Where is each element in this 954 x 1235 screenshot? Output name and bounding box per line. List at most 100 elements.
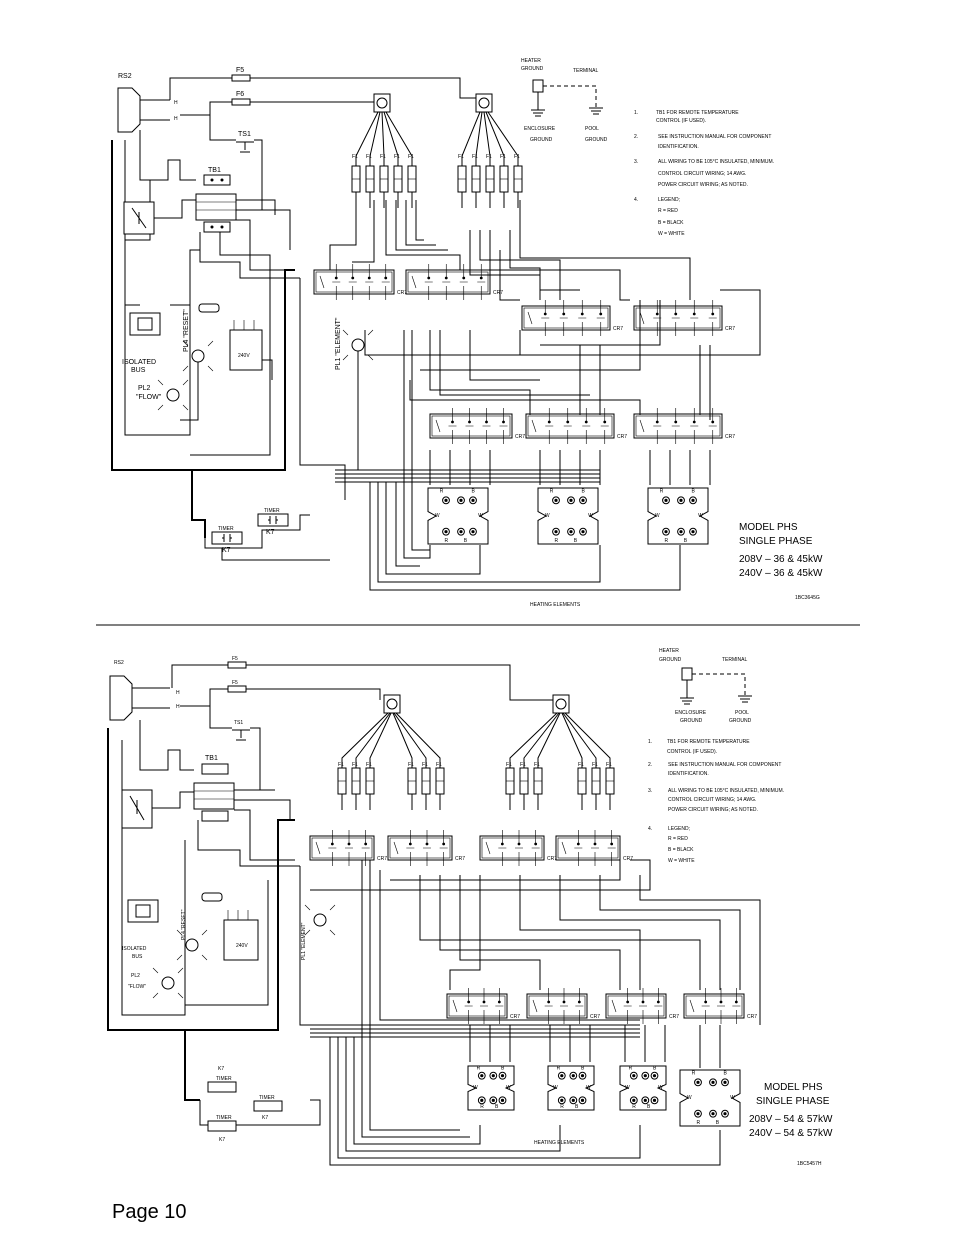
pl2-flow-light: PL2 "FLOW" bbox=[136, 379, 189, 411]
fuse-f1-label: F1 bbox=[472, 154, 478, 160]
model-block: MODEL PHS SINGLE PHASE 208V – 36 & 45kW … bbox=[530, 522, 823, 608]
tb1-terminal-block: TB1 bbox=[195, 167, 237, 233]
cr7-label: CR7 bbox=[397, 290, 407, 296]
terminal-color-letter: W bbox=[478, 513, 483, 519]
transformer-label: 240V bbox=[238, 353, 250, 359]
k7-timer-relay: K7 TIMER TIMER K7 TIMER K7 bbox=[207, 1066, 283, 1143]
ground-terminal: HEATER GROUND TERMINAL ENCLOSURE GROUND … bbox=[521, 58, 608, 143]
cr7-label: CR7 bbox=[725, 326, 735, 332]
terminal-color-letter: W bbox=[435, 513, 440, 519]
isolated-bus: ISOLATED BUS bbox=[122, 899, 159, 960]
heater-ground-label-1: HEATER bbox=[659, 648, 679, 654]
contactor-cr7: CR7 bbox=[525, 408, 627, 444]
model-line-4: 240V – 54 & 57kW bbox=[749, 1128, 833, 1139]
contactor-cr7: CR7 bbox=[446, 988, 520, 1024]
wiring-diagram-54-57kw: RS2 H H F5 F5 TS1 TB1 bbox=[107, 648, 833, 1167]
model-line-2: SINGLE PHASE bbox=[756, 1096, 830, 1107]
terminal-color-letter: B bbox=[495, 1104, 499, 1110]
k7-timer-relay: TIMER K7 TIMER K7 bbox=[211, 508, 289, 554]
terminal-color-letter: W bbox=[473, 1085, 478, 1091]
fuse-f5 bbox=[231, 74, 251, 82]
terminal-label: TERMINAL bbox=[573, 68, 599, 74]
timer-label-1: TIMER bbox=[216, 1076, 232, 1082]
terminal-color-letter: W bbox=[658, 1085, 663, 1091]
contactor-cr7: CR7 bbox=[429, 408, 525, 444]
terminal-color-letter: B bbox=[647, 1104, 651, 1110]
fuse-f6-label: F6 bbox=[236, 91, 244, 98]
terminal-color-letter: B bbox=[724, 1070, 728, 1076]
cr7-label: CR7 bbox=[623, 856, 633, 862]
k7-label-mid: K7 bbox=[262, 1115, 268, 1121]
fuse-f1-label: F1 bbox=[500, 154, 506, 160]
tb1-label: TB1 bbox=[208, 167, 221, 174]
isolated-bus-label-2: BUS bbox=[132, 954, 143, 960]
fuse-f1-label: F1 bbox=[436, 762, 442, 768]
fuse-f1-label: F1 bbox=[352, 762, 358, 768]
k7-label-bottom: K7 bbox=[219, 1137, 225, 1143]
heater-ground-label-2: GROUND bbox=[659, 657, 682, 663]
contactor-cr7: CR7 bbox=[633, 300, 735, 336]
pl1-label: PL1 "ELEMENT" bbox=[335, 317, 342, 370]
note-4-line-1: LEGEND; bbox=[668, 826, 690, 832]
note-2-line-2: IDENTIFICATION. bbox=[658, 144, 699, 150]
terminal-color-letter: B bbox=[472, 488, 476, 494]
note-4-line-3: B = BLACK bbox=[668, 847, 694, 853]
terminal-color-letter: B bbox=[582, 488, 586, 494]
note-3-line-2: CONTROL CIRCUIT WIRING; 14 AWG. bbox=[668, 797, 756, 803]
k7-label-2: K7 bbox=[222, 547, 231, 554]
cr7-label: CR7 bbox=[747, 1014, 757, 1020]
power-lugs bbox=[373, 93, 493, 113]
pl2-flow-light: PL2 "FLOW" bbox=[128, 967, 184, 999]
transformer-label: 240V bbox=[236, 943, 248, 949]
isolated-bus-label-1: ISOLATED bbox=[122, 359, 156, 366]
control-fuses: F5 F5 bbox=[171, 656, 560, 707]
ts1-thermostat: TS1 bbox=[209, 102, 263, 210]
control-wiring bbox=[107, 720, 345, 1126]
fuse-f6 bbox=[231, 98, 251, 106]
terminal-color-letter: B bbox=[581, 1066, 585, 1072]
drawing-number: 1BC3645G bbox=[795, 595, 820, 601]
control-transformer: 240V bbox=[198, 303, 273, 380]
terminal-label: TERMINAL bbox=[722, 657, 748, 663]
control-fuses: F5 F6 bbox=[169, 67, 480, 116]
terminal-color-letter: W bbox=[698, 513, 703, 519]
fuse-f1-label: F1 bbox=[534, 762, 540, 768]
terminal-color-letter: R bbox=[440, 488, 444, 494]
note-3-line-1: ALL WIRING TO BE 105°C INSULATED, MINIMU… bbox=[658, 159, 774, 165]
page-number: Page 10 bbox=[112, 1201, 187, 1223]
contactor-cr7: CR7 bbox=[405, 264, 503, 300]
heating-elements-label: HEATING ELEMENTS bbox=[534, 1140, 585, 1146]
note-2-line-1: SEE INSTRUCTION MANUAL FOR COMPONENT bbox=[658, 134, 771, 140]
note-1-num: 1. bbox=[648, 739, 652, 745]
fuse-f1-label: F1 bbox=[338, 762, 344, 768]
cr7-label: CR7 bbox=[617, 434, 627, 440]
svg-text:H: H bbox=[174, 116, 178, 122]
note-1-line-2: CONTROL (IF USED). bbox=[656, 118, 706, 124]
notes-block: 1. TB1 FOR REMOTE TEMPERATURE CONTROL (I… bbox=[634, 110, 774, 237]
terminal-color-letter: B bbox=[684, 538, 688, 544]
svg-text:H: H bbox=[174, 100, 178, 106]
rs2-receptacle: RS2 H H bbox=[117, 73, 178, 133]
model-line-3: 208V – 54 & 57kW bbox=[749, 1114, 833, 1125]
terminal-color-letter: B bbox=[501, 1066, 505, 1072]
contactor-cr7: CR7 bbox=[526, 988, 600, 1024]
pl4-reset-light: PL4 "RESET" bbox=[176, 909, 208, 961]
note-4-num: 4. bbox=[634, 197, 638, 203]
power-lugs bbox=[383, 694, 570, 714]
timer-label-2: TIMER bbox=[218, 526, 234, 532]
contactor-cr7: CR7 bbox=[633, 408, 735, 444]
note-3-line-1: ALL WIRING TO BE 105°C INSULATED, MINIMU… bbox=[668, 788, 784, 794]
ts1-label: TS1 bbox=[238, 131, 251, 138]
enclosure-ground-label-2: GROUND bbox=[530, 137, 553, 143]
note-1-line-1: TB1 FOR REMOTE TEMPERATURE bbox=[656, 110, 739, 116]
cr7-label: CR7 bbox=[725, 434, 735, 440]
note-4-line-4: W = WHITE bbox=[658, 231, 685, 237]
terminal-color-letter: R bbox=[550, 488, 554, 494]
note-1-line-1: TB1 FOR REMOTE TEMPERATURE bbox=[667, 739, 750, 745]
fuse-f1-label: F1 bbox=[578, 762, 584, 768]
